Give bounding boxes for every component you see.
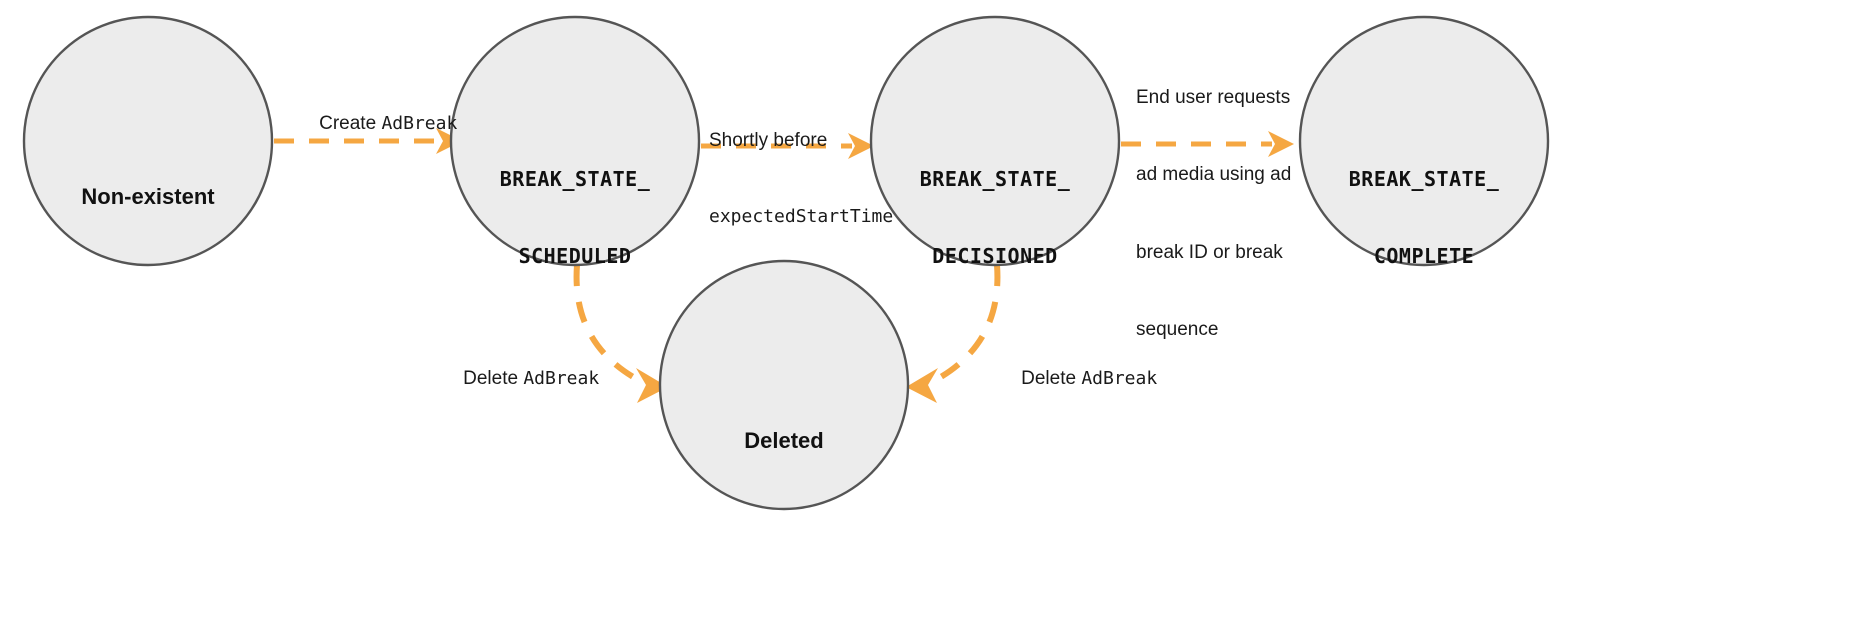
edge-label-text-line: sequence (1136, 319, 1219, 341)
edge-label-text-mono: AdBreak (523, 368, 600, 390)
node-layer (22, 15, 1550, 511)
edge-label-text-line: break ID or break (1136, 241, 1283, 263)
edge-line (924, 264, 1001, 388)
edge-label-delete-adbreak-from-decisioned: Delete AdBreak (1000, 341, 1157, 417)
node-break-state-decisioned[interactable] (869, 15, 1121, 267)
edge-label-shortly-before-expected-start-time: Shortly before expectedStartTime (709, 76, 893, 281)
edge-create-adbreak (274, 128, 462, 154)
node-deleted[interactable] (658, 259, 910, 511)
node-non-existent[interactable] (22, 15, 274, 267)
edge-label-text-line: ad media using ad (1136, 164, 1292, 186)
edge-label-text-sans: Shortly before (709, 129, 828, 151)
node-break-state-scheduled[interactable] (449, 15, 701, 267)
edge-label-create-adbreak: Create AdBreak (298, 86, 457, 162)
edge-label-delete-adbreak-from-scheduled: Delete AdBreak (442, 341, 599, 417)
arrowhead-icon (436, 128, 462, 154)
edge-delete-adbreak-from-scheduled (573, 264, 668, 403)
edge-label-text-sans: Delete (463, 368, 524, 390)
edge-label-text-mono: AdBreak (1081, 368, 1158, 390)
edge-label-text-sans: Delete (1021, 368, 1082, 390)
edge-label-text-mono: AdBreak (381, 113, 458, 135)
edge-delete-adbreak-from-decisioned (906, 264, 1001, 403)
edge-label-text-sans: Create (319, 113, 382, 135)
arrowhead-icon (636, 368, 668, 403)
edge-end-user-requests-ad-media (1121, 131, 1294, 157)
edge-layer (274, 128, 1294, 403)
edge-line (573, 264, 650, 388)
edge-label-end-user-requests-ad-media: End user requests ad media using ad brea… (1136, 33, 1291, 395)
node-break-state-complete[interactable] (1298, 15, 1550, 267)
edge-shortly-before-expected-start-time (701, 133, 874, 159)
arrowhead-icon (848, 133, 874, 159)
arrowhead-icon (906, 368, 938, 403)
arrowhead-icon (1268, 131, 1294, 157)
edge-label-text-mono: expectedStartTime (709, 206, 894, 228)
edge-label-text-line: End user requests (1136, 86, 1291, 108)
